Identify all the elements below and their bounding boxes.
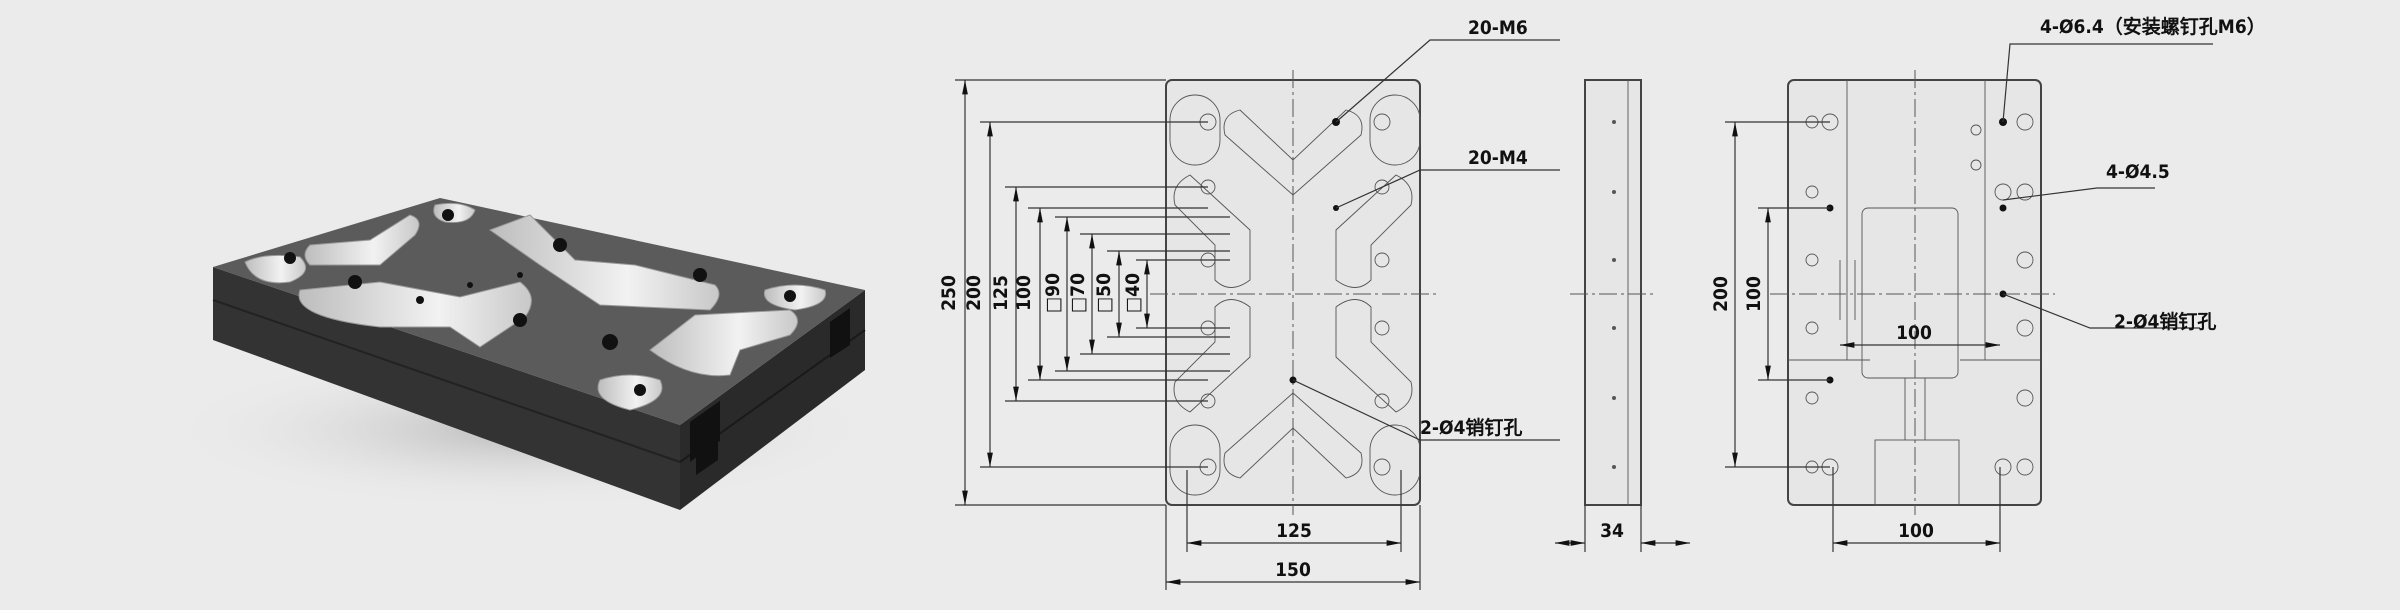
back-dim-inner-100: 100 [1896, 322, 1932, 344]
dim-125-horizontal: 125 [1276, 520, 1312, 542]
dim-thickness-34: 34 [1600, 520, 1624, 542]
side-outline [1584, 79, 1642, 506]
callout-back-pin-holes: 2-Ø4销钉孔 [2114, 310, 2216, 333]
dim-sq50: □50 [1093, 273, 1115, 313]
dim-sq70: □70 [1067, 273, 1089, 313]
callout-pin-holes: 2-Ø4销钉孔 [1420, 416, 1522, 439]
render-right-face [680, 290, 865, 510]
back-dim-bottom-100: 100 [1898, 520, 1934, 542]
side-view: 34 [1555, 79, 1690, 552]
dim-sq90: □90 [1042, 273, 1064, 313]
product-render [160, 198, 880, 510]
render-left-face [213, 267, 680, 510]
dim-sq40: □40 [1122, 273, 1144, 313]
back-dim-100: 100 [1743, 276, 1765, 312]
dim-100: 100 [1013, 275, 1035, 311]
callout-20-m6: 20-M6 [1468, 17, 1528, 39]
dim-250: 250 [938, 275, 960, 311]
dim-200: 200 [963, 275, 985, 311]
dim-125: 125 [990, 275, 1012, 311]
callout-4-d45: 4-Ø4.5 [2106, 161, 2170, 183]
front-view: 250 200 125 100 □90 □70 □50 □40 125 150 … [938, 17, 1560, 590]
back-dim-200: 200 [1710, 276, 1732, 312]
dim-150-horizontal: 150 [1275, 559, 1311, 581]
callout-20-m4: 20-M4 [1468, 147, 1528, 169]
back-view: 200 100 100 100 4-Ø6.4（安装螺钉孔M6） 4-Ø4.5 2… [1710, 15, 2266, 552]
callout-mount-holes: 4-Ø6.4（安装螺钉孔M6） [2040, 15, 2266, 38]
